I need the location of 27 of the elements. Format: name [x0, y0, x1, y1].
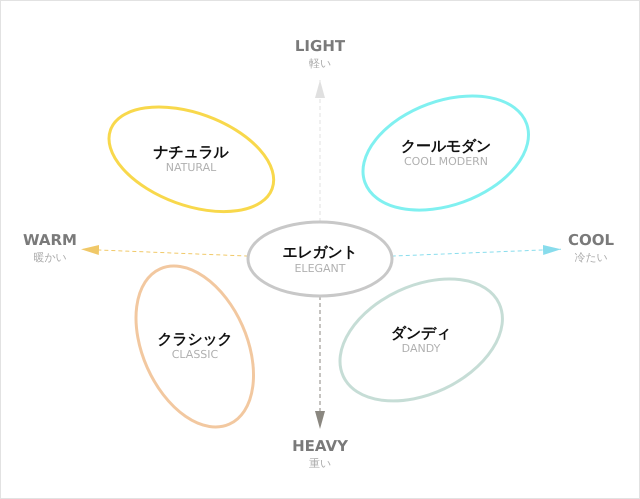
subtitle-text: 軽い — [309, 56, 331, 70]
subtitle-text: ELEGANT — [294, 262, 346, 276]
style-ellipse — [134, 264, 256, 428]
style-ellipse — [106, 104, 276, 214]
heading-text: クラシック — [157, 330, 232, 348]
arrow — [391, 244, 562, 257]
style-ellipse — [338, 277, 504, 403]
subtitle-text: DANDY — [402, 342, 440, 356]
heading-text: ナチュラル — [153, 142, 228, 162]
heading-text: クールモダン — [400, 136, 491, 156]
style-ellipse — [246, 220, 394, 298]
subtitle-text: NATURAL — [166, 161, 216, 176]
arrow — [315, 296, 325, 430]
arrow — [315, 80, 325, 222]
heading-text: LIGHT — [294, 36, 346, 56]
subtitle-text: 重い — [309, 457, 331, 471]
heading-text: ダンディ — [390, 324, 451, 342]
subtitle-text: 冷たい — [574, 251, 608, 265]
arrow — [80, 245, 249, 257]
subtitle-text: CLASSIC — [172, 348, 218, 362]
heading-text: HEAVY — [292, 437, 348, 456]
heading-text: COOL — [568, 231, 614, 250]
subtitle-text: COOL MODERN — [404, 155, 488, 170]
heading-text: エレガント — [282, 242, 358, 262]
style-ellipse — [361, 94, 531, 212]
subtitle-text: 暖かい — [34, 251, 66, 265]
heading-text: WARM — [23, 231, 77, 250]
